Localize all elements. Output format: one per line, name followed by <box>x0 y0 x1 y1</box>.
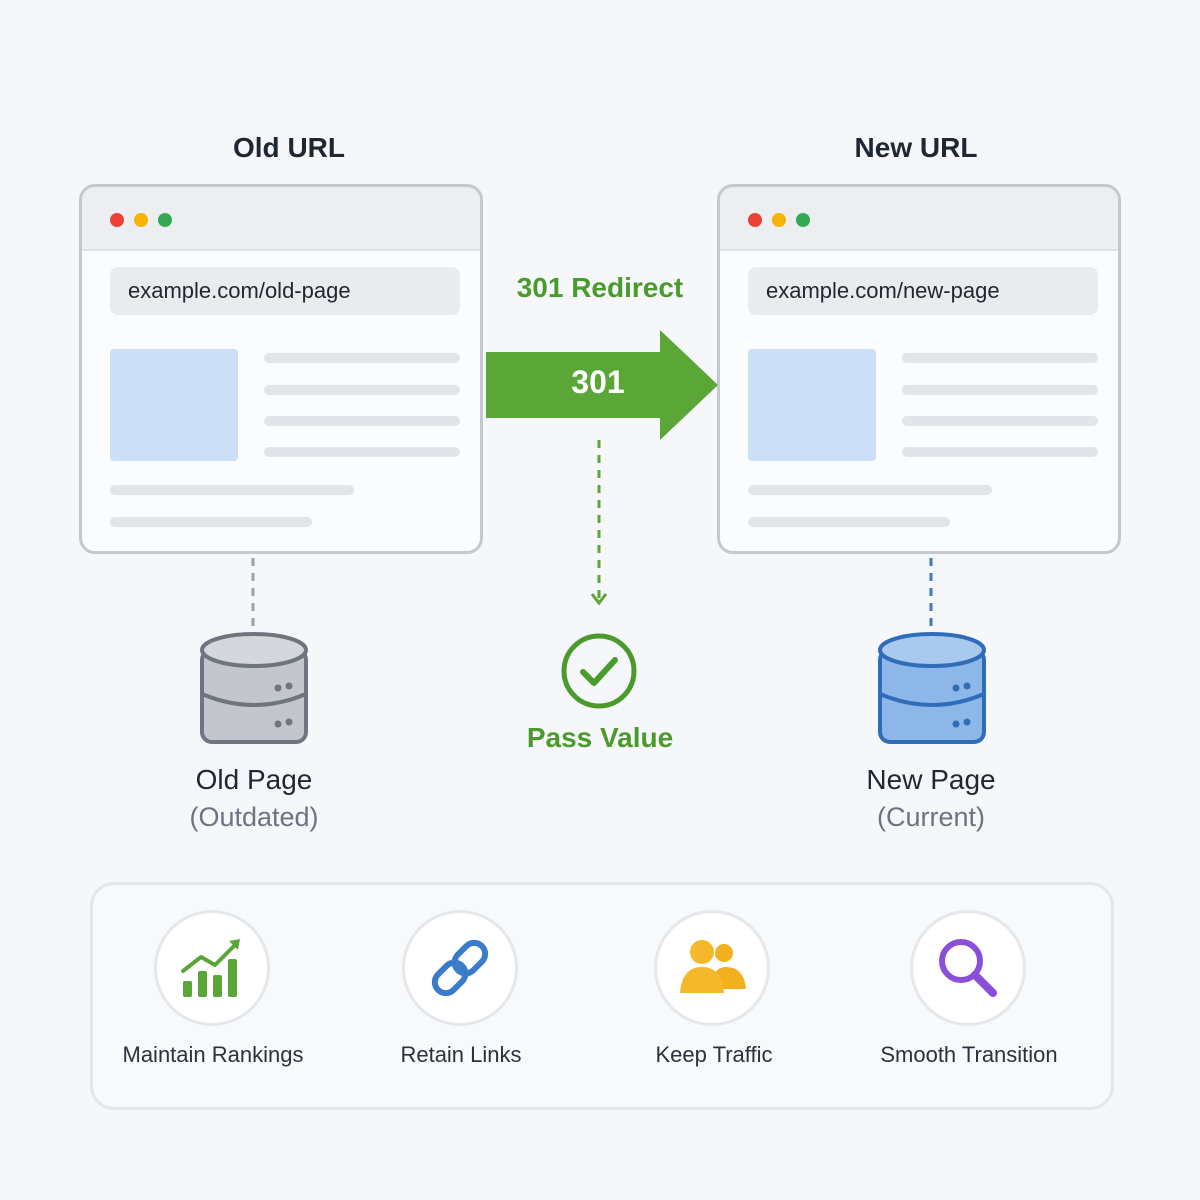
text-line-placeholder <box>110 517 312 527</box>
rising-bar-chart-icon <box>154 910 270 1026</box>
check-circle-icon <box>561 633 637 709</box>
image-placeholder <box>748 349 876 461</box>
browser-title-bar <box>82 187 480 251</box>
text-line-placeholder <box>748 517 950 527</box>
old-page-title: Old Page <box>195 764 313 795</box>
old-page-browser-window: example.com/old-page <box>79 184 483 554</box>
redirect-arrow-icon <box>486 330 718 440</box>
benefit-retain-links: Retain Links <box>400 1042 522 1067</box>
new-url-heading: New URL <box>854 132 978 163</box>
old-database-icon <box>200 632 308 744</box>
minimize-dot-icon <box>134 213 148 227</box>
text-line-placeholder <box>902 353 1098 363</box>
new-page-status: (Current) <box>876 802 985 832</box>
old-db-connector <box>251 558 255 634</box>
old-url-bar: example.com/old-page <box>110 267 460 315</box>
text-line-placeholder <box>264 385 460 395</box>
benefit-keep-traffic: Keep Traffic <box>655 1042 773 1067</box>
benefit-maintain-rankings: Maintain Rankings <box>122 1042 304 1067</box>
benefit-smooth-transition: Smooth Transition <box>880 1042 1058 1067</box>
maximize-dot-icon <box>796 213 810 227</box>
image-placeholder <box>110 349 238 461</box>
search-icon <box>910 910 1026 1026</box>
close-dot-icon <box>110 213 124 227</box>
dashed-down-arrow-icon <box>590 440 608 606</box>
text-line-placeholder <box>264 416 460 426</box>
minimize-dot-icon <box>772 213 786 227</box>
maximize-dot-icon <box>158 213 172 227</box>
new-page-browser-window: example.com/new-page <box>717 184 1121 554</box>
text-line-placeholder <box>748 485 992 495</box>
browser-title-bar <box>720 187 1118 251</box>
redirect-label: 301 Redirect <box>516 272 684 303</box>
new-db-connector <box>929 558 933 634</box>
users-icon <box>654 910 770 1026</box>
text-line-placeholder <box>264 447 460 457</box>
chain-link-icon <box>402 910 518 1026</box>
pass-value-label: Pass Value <box>526 722 674 753</box>
text-line-placeholder <box>264 353 460 363</box>
new-page-title: New Page <box>866 764 996 795</box>
old-url-heading: Old URL <box>233 132 345 163</box>
close-dot-icon <box>748 213 762 227</box>
new-url-bar: example.com/new-page <box>748 267 1098 315</box>
text-line-placeholder <box>110 485 354 495</box>
new-database-icon <box>878 632 986 744</box>
text-line-placeholder <box>902 447 1098 457</box>
old-page-status: (Outdated) <box>189 802 319 832</box>
text-line-placeholder <box>902 416 1098 426</box>
redirect-arrow-label: 301 <box>571 364 625 400</box>
text-line-placeholder <box>902 385 1098 395</box>
